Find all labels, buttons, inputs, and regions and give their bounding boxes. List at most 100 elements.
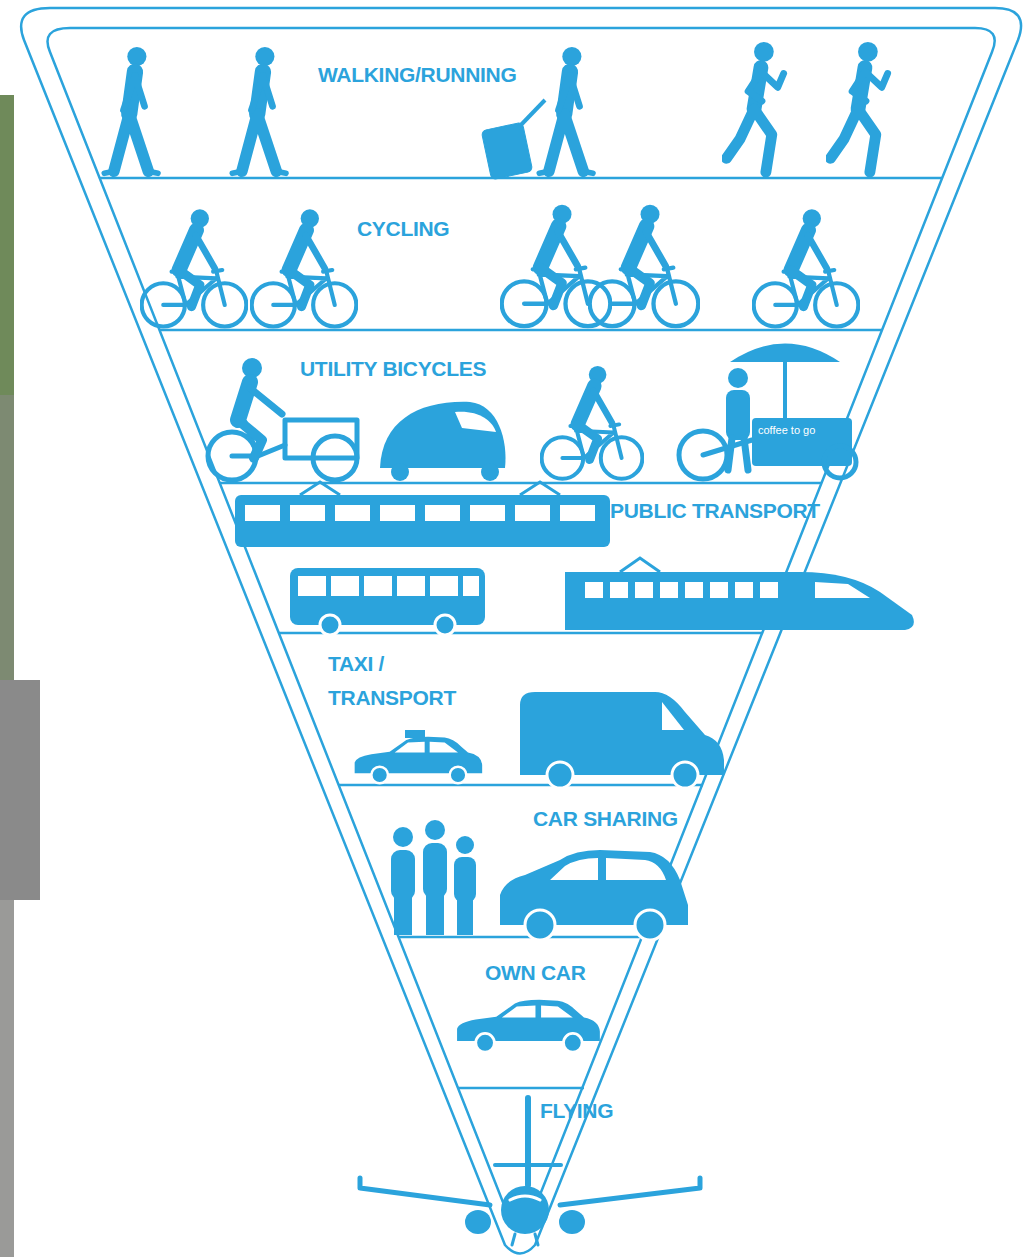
tram-icon <box>245 505 595 521</box>
coffee-cart-icon <box>728 368 748 388</box>
bus-icon <box>463 576 479 596</box>
band-label: OWN CAR <box>485 956 586 990</box>
coffee-cart-icon <box>730 344 840 363</box>
velomobile-icon <box>391 463 409 481</box>
band-divider <box>458 1087 584 1090</box>
own-car-icon <box>457 1000 600 1052</box>
band-divider <box>160 329 882 332</box>
transport-band: OWN CAR <box>399 937 643 1088</box>
people-icon <box>454 857 476 902</box>
plane-icon <box>465 1210 491 1234</box>
band-divider <box>339 784 703 787</box>
bus-icon <box>397 576 425 596</box>
triangle-frame <box>48 28 995 1228</box>
people-icon <box>393 827 413 847</box>
transport-band: CYCLING <box>100 178 942 330</box>
taxi-icon <box>355 730 483 783</box>
cargo-bike-icon <box>285 420 357 458</box>
van-icon <box>520 692 724 788</box>
train-icon <box>565 572 914 630</box>
people-icon <box>394 895 412 935</box>
band-label: UTILITY BICYCLES <box>300 352 486 386</box>
taxi-icon <box>405 730 425 738</box>
bus-icon <box>298 576 326 596</box>
background-photo-strip <box>0 680 40 900</box>
plane-icon <box>559 1210 585 1234</box>
coffee-cart-icon <box>824 446 856 478</box>
people-icon <box>456 836 474 854</box>
plane-icon <box>501 1186 549 1234</box>
runner-icon <box>830 42 887 172</box>
bus-icon <box>430 576 458 596</box>
cyclist-icon <box>142 209 247 326</box>
band-label: CYCLING <box>357 212 449 246</box>
band-label: TAXI / TRANSPORT <box>328 647 478 715</box>
people-icon <box>423 843 447 898</box>
background-photo-strip <box>0 95 40 1257</box>
transport-band: WALKING/RUNNING <box>62 28 982 178</box>
train-icon <box>660 582 678 598</box>
band-divider <box>399 936 643 939</box>
plane-icon <box>510 1196 540 1200</box>
tram-icon <box>560 505 595 521</box>
suitcase-icon <box>518 100 545 128</box>
walker-icon <box>232 47 286 173</box>
van-icon <box>520 692 724 775</box>
bus-icon <box>290 568 485 625</box>
cargo-bike-icon <box>238 420 262 458</box>
own-car-icon <box>457 1000 600 1052</box>
van-icon <box>547 762 573 788</box>
train-icon <box>620 558 660 572</box>
cart-sign: coffee to go <box>758 424 815 436</box>
people-icon <box>391 820 476 935</box>
tram-icon <box>380 505 415 521</box>
tram-icon <box>290 505 325 521</box>
bus-icon <box>364 576 392 596</box>
train-icon <box>585 582 603 598</box>
cyclist-icon <box>142 205 859 479</box>
background-photo-strip <box>0 95 14 1257</box>
band-label: PUBLIC TRANSPORT <box>610 494 820 528</box>
velomobile-icon <box>380 402 506 481</box>
cargo-bike-icon <box>250 388 282 414</box>
shared-car-icon <box>635 910 665 940</box>
background-photo-strip <box>0 95 14 395</box>
walker-icon <box>539 47 593 173</box>
tram-icon <box>470 505 505 521</box>
band-label: WALKING/RUNNING <box>318 58 517 92</box>
coffee-cart-icon <box>752 418 852 466</box>
tram-icon <box>300 482 560 495</box>
transport-band: TAXI / TRANSPORT <box>279 633 763 785</box>
tram-icon <box>335 505 370 521</box>
people-icon <box>457 898 473 935</box>
van-icon <box>662 702 684 730</box>
van-icon <box>672 762 698 788</box>
cyclist-icon <box>252 209 357 326</box>
band-divider <box>220 482 822 485</box>
coffee-cart-icon <box>679 344 856 480</box>
transport-band: UTILITY BICYCLES <box>160 330 882 483</box>
velomobile-icon <box>481 463 499 481</box>
velomobile-icon <box>380 402 506 468</box>
band-divider <box>100 177 942 180</box>
bus-icon <box>298 576 479 596</box>
band-divider <box>279 632 763 635</box>
band-label: FLYING <box>540 1094 613 1128</box>
bus-icon <box>435 615 455 635</box>
taxi-icon <box>355 737 483 784</box>
plane-icon <box>512 1234 538 1245</box>
people-icon <box>425 820 445 840</box>
background-photo-strip <box>0 900 14 1257</box>
shared-car-icon <box>525 910 555 940</box>
plane-icon <box>495 1163 561 1167</box>
suitcase-icon <box>481 100 545 180</box>
suitcase-icon <box>481 122 532 180</box>
velomobile-icon <box>455 412 496 432</box>
train-icon <box>635 582 653 598</box>
people-icon <box>391 850 415 900</box>
shared-car-icon <box>550 858 666 880</box>
transport-band: CAR SHARING <box>339 785 703 937</box>
tram-icon <box>235 495 610 547</box>
train-icon <box>610 582 628 598</box>
